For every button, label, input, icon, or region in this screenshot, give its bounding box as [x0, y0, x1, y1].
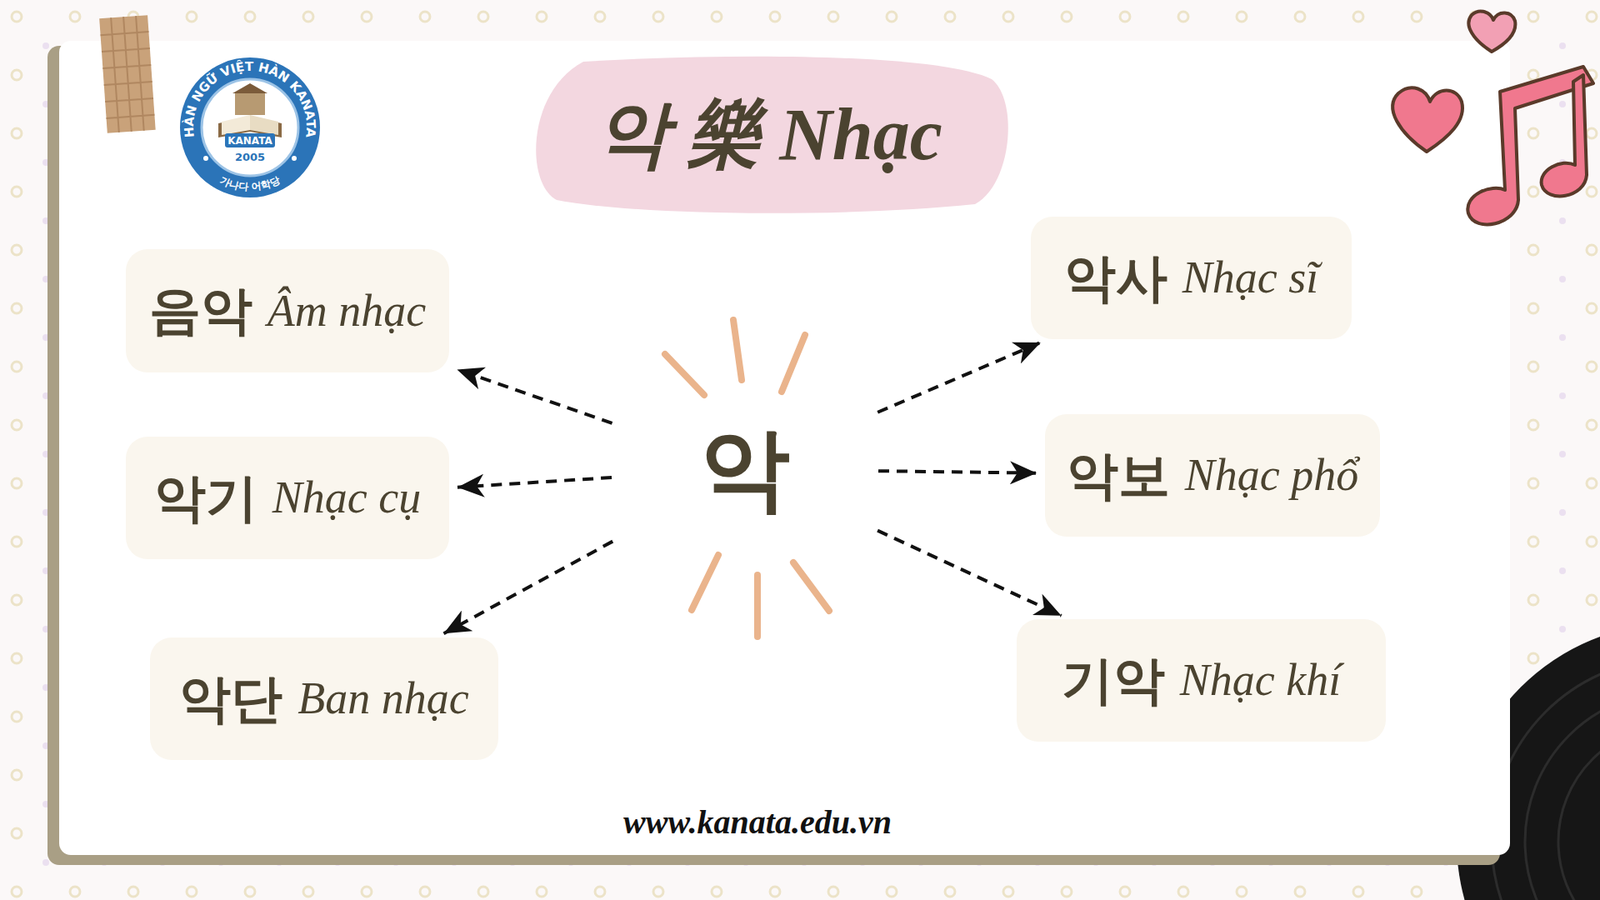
korean-word: 악단: [179, 669, 283, 729]
title-pill: [535, 56, 1009, 214]
dashed-arrow: [444, 541, 614, 635]
logo-text: HÀN NGỮ VIỆT HÀN KANATA: [180, 57, 319, 139]
logo-year: 2005: [235, 150, 265, 164]
vietnamese-meaning: Nhạc khí: [1180, 654, 1341, 706]
logo-text: 가나다 어학당: [218, 174, 282, 193]
vietnamese-meaning: Nhạc cụ: [272, 471, 421, 524]
card: [59, 40, 1510, 855]
dashed-arrow: [877, 342, 1041, 413]
hub-node: 악: [620, 377, 870, 561]
word-box: 악사 Nhạc sĩ: [1030, 216, 1352, 340]
hearts-and-note: [1392, 11, 1594, 225]
logo-text: KANATA: [227, 135, 273, 147]
tape: [99, 15, 155, 134]
word-box: 악기 Nhạc cụ: [125, 436, 450, 560]
korean-word: 음악: [149, 280, 253, 340]
vietnamese-meaning: Nhạc phổ: [1185, 449, 1360, 501]
word-box: 음악 Âm nhạc: [125, 249, 450, 373]
korean-word: 악: [700, 420, 790, 520]
dashed-arrow: [877, 530, 1062, 616]
word-box: 악보 Nhạc phổ: [1045, 414, 1380, 537]
korean-word: 기악: [1061, 650, 1165, 710]
vietnamese-meaning: Ban nhạc: [297, 672, 469, 725]
dashed-arrow: [878, 470, 1037, 474]
logo-text: 가나다 어학당: [218, 174, 282, 193]
korean-word: 악보: [1066, 445, 1170, 505]
sunburst: [665, 320, 830, 637]
dashed-arrow: [456, 369, 612, 423]
korean-word: 악사: [1064, 248, 1168, 308]
word-box: 악단 Ban nhạc: [150, 637, 499, 760]
logo: [180, 57, 320, 198]
logo-text: HÀN NGỮ VIỆT HÀN KANATA: [180, 57, 319, 139]
word-box: 기악 Nhạc khí: [1016, 619, 1386, 742]
korean-word: 악기: [154, 468, 258, 528]
vietnamese-meaning: Âm nhạc: [267, 285, 426, 337]
website: www.kanata.edu.vn: [623, 802, 892, 842]
title-text: 악 樂 Nhạc: [595, 92, 943, 177]
dashed-arrow: [457, 477, 612, 488]
vietnamese-meaning: Nhạc sĩ: [1182, 251, 1320, 304]
